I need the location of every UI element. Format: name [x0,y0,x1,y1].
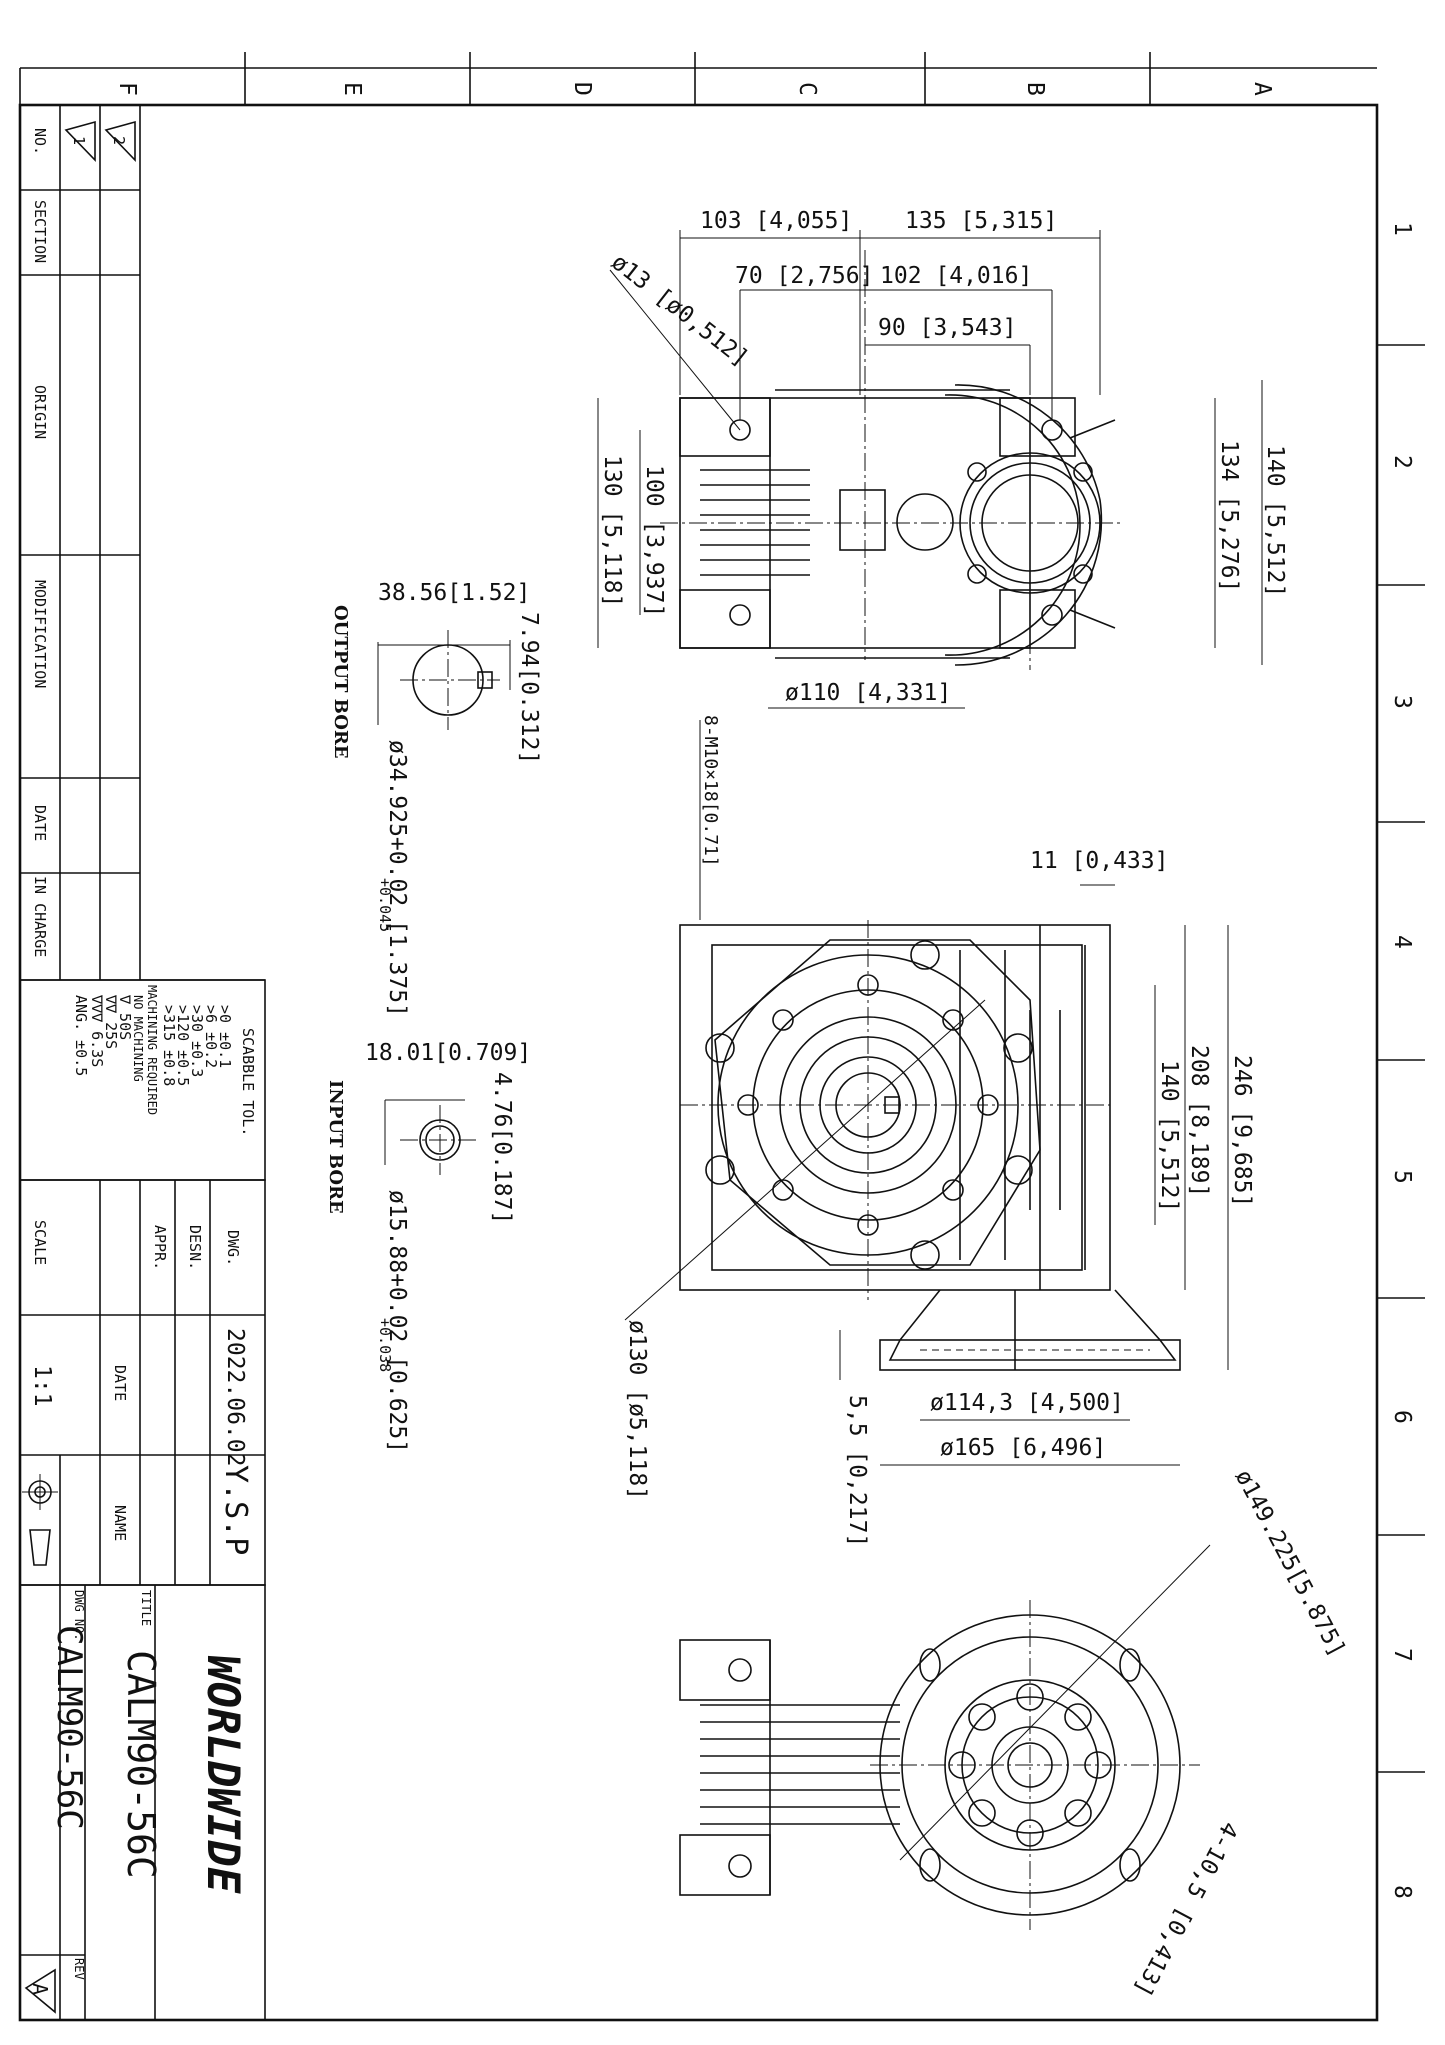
dim-100: 100 [3,937] [641,465,667,617]
name-label: NAME [111,1505,129,1541]
rev-header-origin: ORIGIN [31,385,49,439]
tol-row-5: >315 ±0.8 [160,1005,178,1086]
dim-103: 103 [4,055] [700,208,852,234]
dim-5-5: 5,5 [0,217] [844,1395,870,1547]
scale-label: SCALE [31,1220,49,1265]
dim-dia-130: ø130 [ø5,118] [624,1320,650,1500]
revision-table: NO. SECTION ORIGIN MODIFICATION DATE IN … [20,105,265,981]
rev-triangle [24,1968,56,2014]
zone-letter-a: A [1249,82,1275,96]
dim-dia-165: ø165 [6,496] [940,1435,1106,1461]
zone-letter-d: D [569,82,595,96]
tol-row-3: >30 ±0.3 [188,1005,206,1077]
zone-letters: F E D C B A [114,82,1275,96]
title-block: WORLDWIDE TITLE CALM90-56C DWG NO. CALM9… [19,1584,266,2021]
appr-label: APPR. [151,1225,169,1270]
zone-number-7: 7 [1389,1648,1415,1662]
zone-letter-e: E [339,82,365,96]
zone-number-8: 8 [1389,1885,1415,1899]
end-view [679,1544,1211,1930]
rev-1-triangle [64,120,96,162]
tol-finish-2: ∇∇ 25S [102,994,120,1049]
rev-header-no: NO. [31,128,49,155]
tol-title: SCABBLE TOL. [239,1028,257,1136]
company-logo: WORLDWIDE [197,1655,248,1894]
zone-letter-c: C [794,82,820,96]
dim-70: 70 [2,756] [735,263,873,289]
zone-letter-f: F [114,82,140,96]
zone-letter-b: B [1022,82,1048,96]
tol-row-1: >0 ±0.1 [216,1005,234,1068]
dim-134: 134 [5,276] [1216,440,1242,592]
dwg-name: Y.S.P [218,1465,253,1555]
drawing-number: CALM90-56C [49,1625,89,1830]
rev-label: REV [72,1958,86,1980]
dim-90: 90 [3,543] [878,315,1016,341]
dim-246: 246 [9,685] [1229,1055,1255,1207]
tapped-holes-note: 8-M10×18[0.71] [700,715,721,867]
desn-label: DESN. [186,1225,204,1270]
info-block: DWG. 2022.06.02 Y.S.P DESN. APPR. DATE N… [19,1179,266,1586]
dim-130: 130 [5,118] [599,455,625,607]
first-angle-projection-icon [22,1474,58,1566]
zone-number-6: 6 [1389,1410,1415,1424]
rev-header-date: DATE [31,805,49,841]
zone-number-4: 4 [1389,935,1415,949]
dim-dia-114-3: ø114,3 [4,500] [930,1390,1124,1416]
zone-number-2: 2 [1389,455,1415,469]
dim-10-5: 4-10,5 [0,413] [1129,1817,1243,2000]
rev-2-triangle [104,120,136,162]
rev-header-section: SECTION [31,200,49,263]
input-bore-label: INPUT BORE [325,1080,346,1214]
dim-208: 208 [8,189] [1186,1045,1212,1197]
dim-18-01: 18.01[0.709] [365,1040,531,1066]
tol-machining-required: MACHINING REQUIRED [145,985,159,1115]
dim-38-56: 38.56[1.52] [378,580,530,606]
tol-finish-1: ∇ 50S [116,994,134,1040]
tol-angle: ANG. ±0.5 [72,995,90,1076]
tol-finish-3: ∇∇∇ 6.3S [88,994,106,1067]
dim-11: 11 [0,433] [1030,848,1168,874]
output-bore-label: OUTPUT BORE [330,605,351,759]
rev-row-1: 1 [70,136,88,145]
dim-135: 135 [5,315] [905,208,1057,234]
zone-numbers: 1 2 3 4 5 6 7 8 [1389,222,1415,1899]
dwg-label: DWG. [224,1230,242,1266]
dimension-labels: 103 [4,055] 135 [5,315] ø13 [ø0,512] 70 … [325,208,1350,2001]
tol-no-machining: NO MACHINING [131,995,145,1082]
input-bore-detail [384,1099,480,1175]
output-bore-dia: ø34.925+0.02 [1.375] [384,740,410,1017]
drawing-title: CALM90-56C [119,1650,163,1879]
dim-102: 102 [4,016] [880,263,1032,289]
input-bore-dia: ø15.88+0.02 [0.625] [384,1190,410,1453]
dim-dia-149: ø149.225[5.875] [1230,1466,1350,1662]
input-bore-tol: +0.038 [376,1318,394,1372]
revision-value: A [28,1983,52,1995]
tol-row-4: >120 ±0.5 [174,1005,192,1086]
tolerance-block: SCABBLE TOL. >0 ±0.1 >6 ±0.2 >30 ±0.3 >1… [19,979,266,1181]
tol-row-2: >6 ±0.2 [202,1005,220,1068]
dwg-date: 2022.06.02 [222,1328,248,1466]
top-view [660,250,1120,670]
title-label: TITLE [139,1590,153,1626]
rev-header-modification: MODIFICATION [31,580,49,688]
dim-140-top: 140 [5,512] [1262,445,1288,597]
zone-number-1: 1 [1389,222,1415,236]
rev-row-2: 2 [110,136,128,145]
dim-dia-110: ø110 [4,331] [785,680,951,706]
scale-value: 1:1 [29,1365,55,1407]
zone-number-5: 5 [1389,1170,1415,1184]
dim-140-front: 140 [5,512] [1156,1060,1182,1212]
dwg-no-label: DWG NO. [72,1590,86,1641]
zone-number-3: 3 [1389,695,1415,709]
front-view [679,920,1181,1371]
dimension-lines [597,230,1263,1466]
output-bore-detail [377,630,511,730]
rev-header-in-charge: IN CHARGE [31,876,49,957]
date-label: DATE [111,1365,129,1401]
dim-7-94: 7.94[0.312] [516,612,542,764]
dim-4-76: 4.76[0.187] [489,1072,515,1224]
output-bore-tol: +0.045 [376,878,394,932]
